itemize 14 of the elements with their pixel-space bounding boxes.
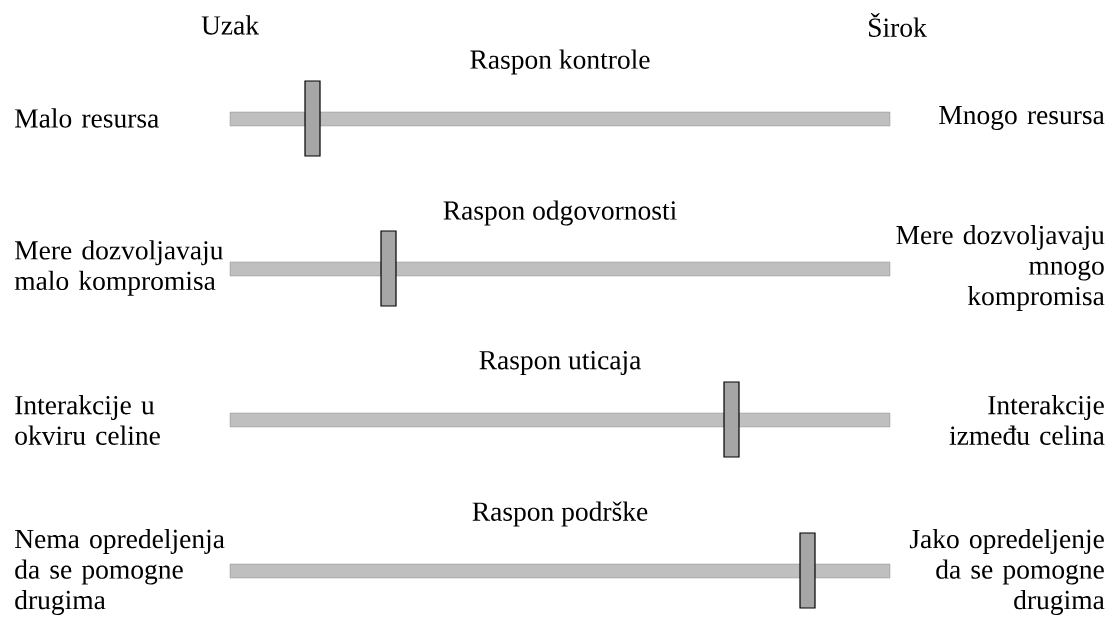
end-label: Interakcije u okviru celine: [15, 395, 160, 445]
end-label: Mere dozvoljavaju malo kompromisa: [14, 240, 223, 296]
end-label: Interakcije između celina: [949, 395, 1105, 445]
end-label: Jako opredeljenje da se pomogne drugima: [909, 529, 1105, 615]
end-label: Mnogo resursa: [939, 106, 1105, 130]
end-label: Mere dozvoljavaju mnogo kompromisa: [896, 225, 1105, 311]
end-label: Malo resursa: [15, 108, 159, 128]
scale-title: Raspon uticaja: [479, 350, 641, 376]
scale-end-label: Širok: [869, 13, 927, 37]
scale-end-label: Uzak: [201, 15, 259, 35]
scale-title: Raspon podrške: [472, 501, 648, 527]
scale-title: Raspon odgovornosti: [443, 200, 677, 226]
end-label: Nema opredeljenja da se pomogne drugima: [15, 529, 225, 615]
scale-title: Raspon kontrole: [470, 49, 650, 75]
